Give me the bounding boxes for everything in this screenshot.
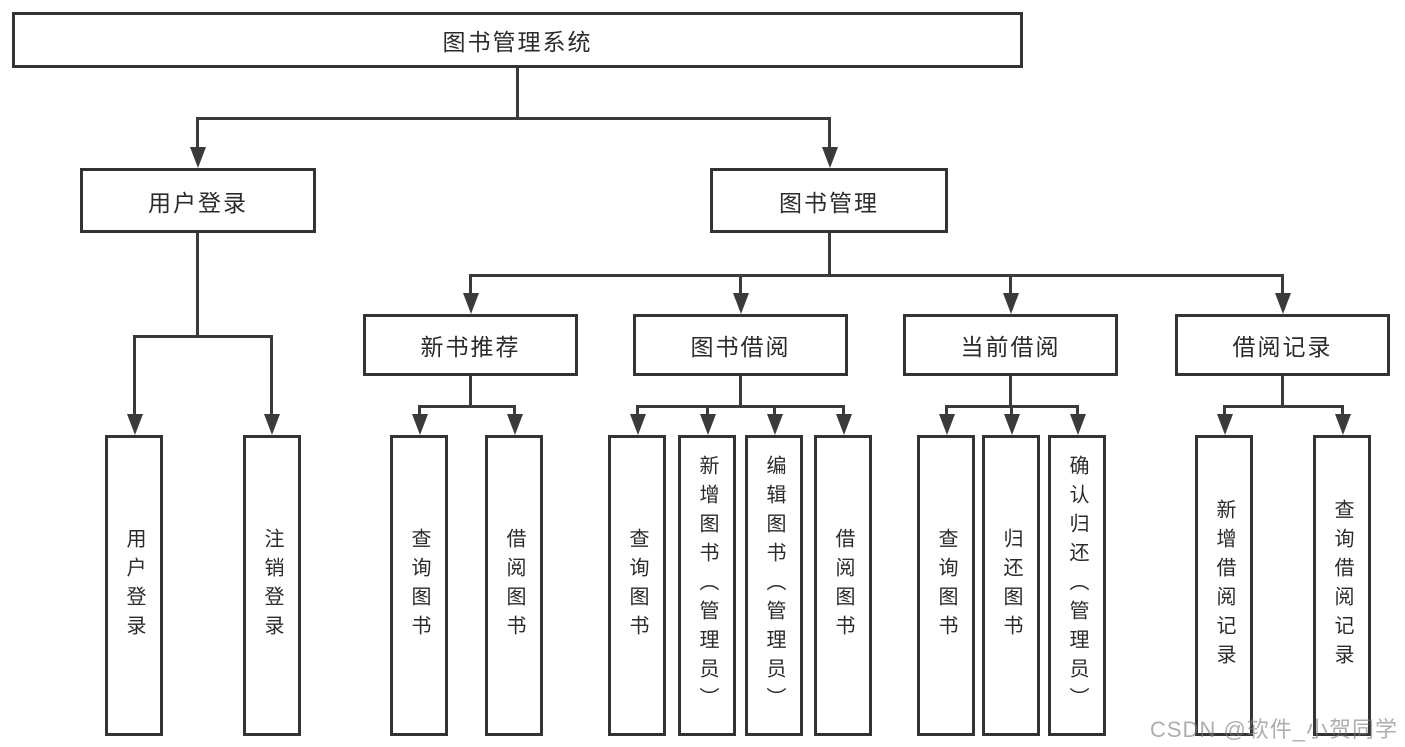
- connector-book-mgmt-branch-bar: [469, 274, 1284, 277]
- arrowhead-leaf: [836, 414, 852, 435]
- leaf-query-borrow-record: 查询借阅记录: [1313, 435, 1371, 736]
- node-label: 图书管理系统: [442, 29, 593, 55]
- connector-root-branch-bar: [196, 117, 831, 120]
- connector-drop-leaf: [1076, 405, 1079, 416]
- connector-current-borrow-stem: [1009, 375, 1012, 406]
- connector-drop-leaf: [1223, 405, 1226, 416]
- node-label: 编辑图书（管理员）: [763, 455, 785, 716]
- connector-drop-current-borrow: [1009, 274, 1012, 295]
- arrowhead-user-login: [190, 147, 206, 168]
- node-label: 查询借阅记录: [1331, 498, 1353, 673]
- node-label: 查询图书: [935, 527, 957, 644]
- connector-root-stem: [516, 66, 519, 118]
- connector-drop-leaf-user-login: [133, 335, 136, 415]
- connector-drop-leaf: [773, 405, 776, 416]
- node-label: 借阅记录: [1232, 334, 1333, 360]
- leaf-user-login: 用户登录: [105, 435, 163, 736]
- node-label: 借阅图书: [832, 527, 854, 644]
- leaf-borrow-books: 借阅图书: [814, 435, 872, 736]
- leaf-borrow-books: 借阅图书: [485, 435, 543, 736]
- node-current-borrowing: 当前借阅: [903, 314, 1118, 376]
- connector-drop-leaf: [842, 405, 845, 416]
- node-label: 用户登录: [123, 527, 145, 644]
- node-label: 图书借阅: [690, 334, 791, 360]
- connector-drop-leaf-logout: [270, 335, 273, 415]
- connector-drop-leaf: [418, 405, 421, 416]
- connector-drop-user-login: [196, 117, 199, 149]
- connector-user-login-branch-bar: [133, 335, 273, 338]
- connector-drop-borrow-records: [1281, 274, 1284, 295]
- arrowhead-leaf: [127, 414, 143, 435]
- leaf-add-borrow-record: 新增借阅记录: [1195, 435, 1253, 736]
- connector-drop-new-book-rec: [469, 274, 472, 295]
- arrowhead-leaf: [412, 414, 428, 435]
- arrowhead-leaf: [1070, 414, 1086, 435]
- node-label: 注销登录: [261, 527, 283, 644]
- connector-drop-book-borrow: [739, 274, 742, 295]
- connector-drop-leaf: [945, 405, 948, 416]
- connector-new-book-rec-branch-bar: [418, 405, 516, 408]
- connector-drop-leaf: [636, 405, 639, 416]
- connector-user-login-stem: [196, 231, 199, 336]
- node-root-library-management-system: 图书管理系统: [12, 12, 1023, 68]
- connector-book-borrow-branch-bar: [636, 405, 845, 408]
- node-book-management: 图书管理: [710, 168, 948, 233]
- connector-book-mgmt-stem: [828, 231, 831, 274]
- leaf-query-books: 查询图书: [917, 435, 975, 736]
- connector-borrow-records-branch-bar: [1223, 405, 1344, 408]
- node-user-login: 用户登录: [80, 168, 316, 233]
- arrowhead-leaf: [630, 414, 646, 435]
- leaf-query-books: 查询图书: [390, 435, 448, 736]
- leaf-query-books: 查询图书: [608, 435, 666, 736]
- connector-drop-leaf: [513, 405, 516, 416]
- arrowhead-new-book-rec: [463, 293, 479, 314]
- node-new-book-recommendation: 新书推荐: [363, 314, 578, 376]
- csdn-watermark: CSDN @软件_小贺同学: [1150, 717, 1399, 742]
- node-borrowing-records: 借阅记录: [1175, 314, 1390, 376]
- arrowhead-leaf: [1335, 414, 1351, 435]
- arrowhead-leaf: [507, 414, 523, 435]
- leaf-edit-books-admin: 编辑图书（管理员）: [745, 435, 803, 736]
- node-label: 新增图书（管理员）: [696, 455, 718, 716]
- arrowhead-leaf: [939, 414, 955, 435]
- leaf-logout: 注销登录: [243, 435, 301, 736]
- node-label: 图书管理: [779, 189, 879, 216]
- arrowhead-current-borrow: [1003, 293, 1019, 314]
- node-label: 查询图书: [626, 527, 648, 644]
- arrowhead-borrow-records: [1275, 293, 1291, 314]
- connector-drop-leaf: [1341, 405, 1344, 416]
- node-book-borrowing: 图书借阅: [633, 314, 848, 376]
- leaf-return-books: 归还图书: [982, 435, 1040, 736]
- connector-drop-leaf: [1010, 405, 1013, 416]
- node-label: 当前借阅: [960, 334, 1061, 360]
- arrowhead-leaf: [1004, 414, 1020, 435]
- leaf-add-books-admin: 新增图书（管理员）: [678, 435, 736, 736]
- node-label: 确认归还（管理员）: [1066, 455, 1088, 716]
- arrowhead-leaf: [700, 414, 716, 435]
- arrowhead-book-mgmt: [822, 147, 838, 168]
- connector-drop-leaf: [706, 405, 709, 416]
- arrowhead-leaf: [1217, 414, 1233, 435]
- arrowhead-leaf: [264, 414, 280, 435]
- connector-drop-book-mgmt: [828, 117, 831, 149]
- node-label: 查询图书: [408, 527, 430, 644]
- node-label: 新书推荐: [420, 334, 521, 360]
- connector-book-borrow-stem: [739, 375, 742, 406]
- connector-new-book-rec-stem: [469, 375, 472, 406]
- arrowhead-leaf: [767, 414, 783, 435]
- arrowhead-book-borrow: [733, 293, 749, 314]
- node-label: 新增借阅记录: [1213, 498, 1235, 673]
- leaf-confirm-return-admin: 确认归还（管理员）: [1048, 435, 1106, 736]
- node-label: 借阅图书: [503, 527, 525, 644]
- node-label: 归还图书: [1000, 527, 1022, 644]
- connector-borrow-records-stem: [1281, 375, 1284, 406]
- node-label: 用户登录: [148, 189, 248, 216]
